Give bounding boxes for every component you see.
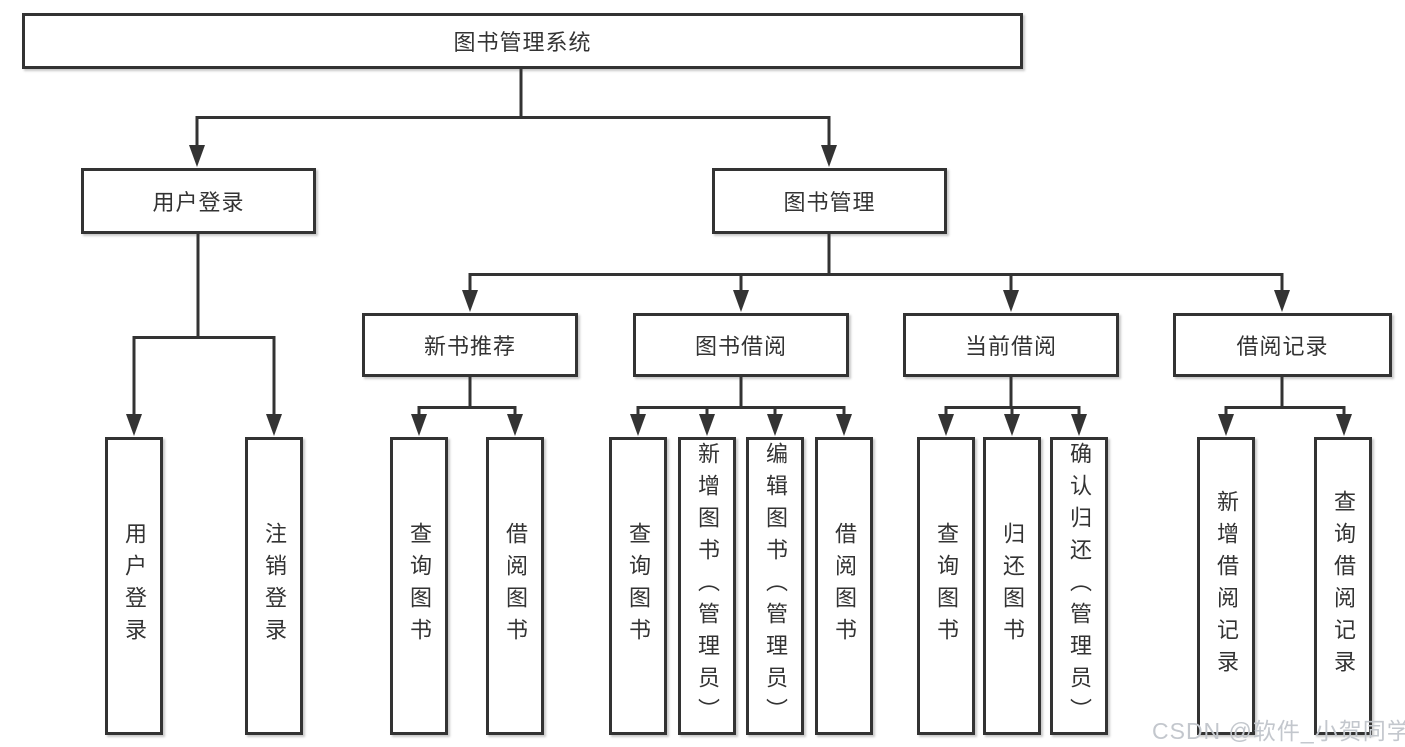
leaf-borrow-query-books: 查询图书 xyxy=(609,437,667,735)
leaf-logout: 注销登录 xyxy=(245,437,303,735)
leaf-borrow-add-books-admin: 新增图书（管理员） xyxy=(678,437,736,735)
leaf-records-add-record: 新增借阅记录 xyxy=(1197,437,1255,735)
leaf-borrow-borrow-books: 借阅图书 xyxy=(815,437,873,735)
node-root-system: 图书管理系统 xyxy=(22,13,1023,69)
node-borrow-records: 借阅记录 xyxy=(1173,313,1392,377)
leaf-newbook-query-books: 查询图书 xyxy=(390,437,448,735)
leaf-borrow-edit-books-admin: 编辑图书（管理员） xyxy=(746,437,804,735)
leaf-current-return-books: 归还图书 xyxy=(983,437,1041,735)
leaf-current-query-books: 查询图书 xyxy=(917,437,975,735)
leaf-current-confirm-return-admin: 确认归还（管理员） xyxy=(1050,437,1108,735)
node-user-login: 用户登录 xyxy=(81,168,316,234)
node-book-management: 图书管理 xyxy=(712,168,947,234)
node-book-borrow: 图书借阅 xyxy=(633,313,849,377)
leaf-user-login: 用户登录 xyxy=(105,437,163,735)
csdn-watermark: CSDN @软件_小贺同学 xyxy=(1152,718,1405,744)
arrowheads xyxy=(126,145,1352,436)
node-current-borrow: 当前借阅 xyxy=(903,313,1119,377)
node-new-book-recommend: 新书推荐 xyxy=(362,313,578,377)
leaf-records-query-record: 查询借阅记录 xyxy=(1314,437,1372,735)
leaf-newbook-borrow-books: 借阅图书 xyxy=(486,437,544,735)
